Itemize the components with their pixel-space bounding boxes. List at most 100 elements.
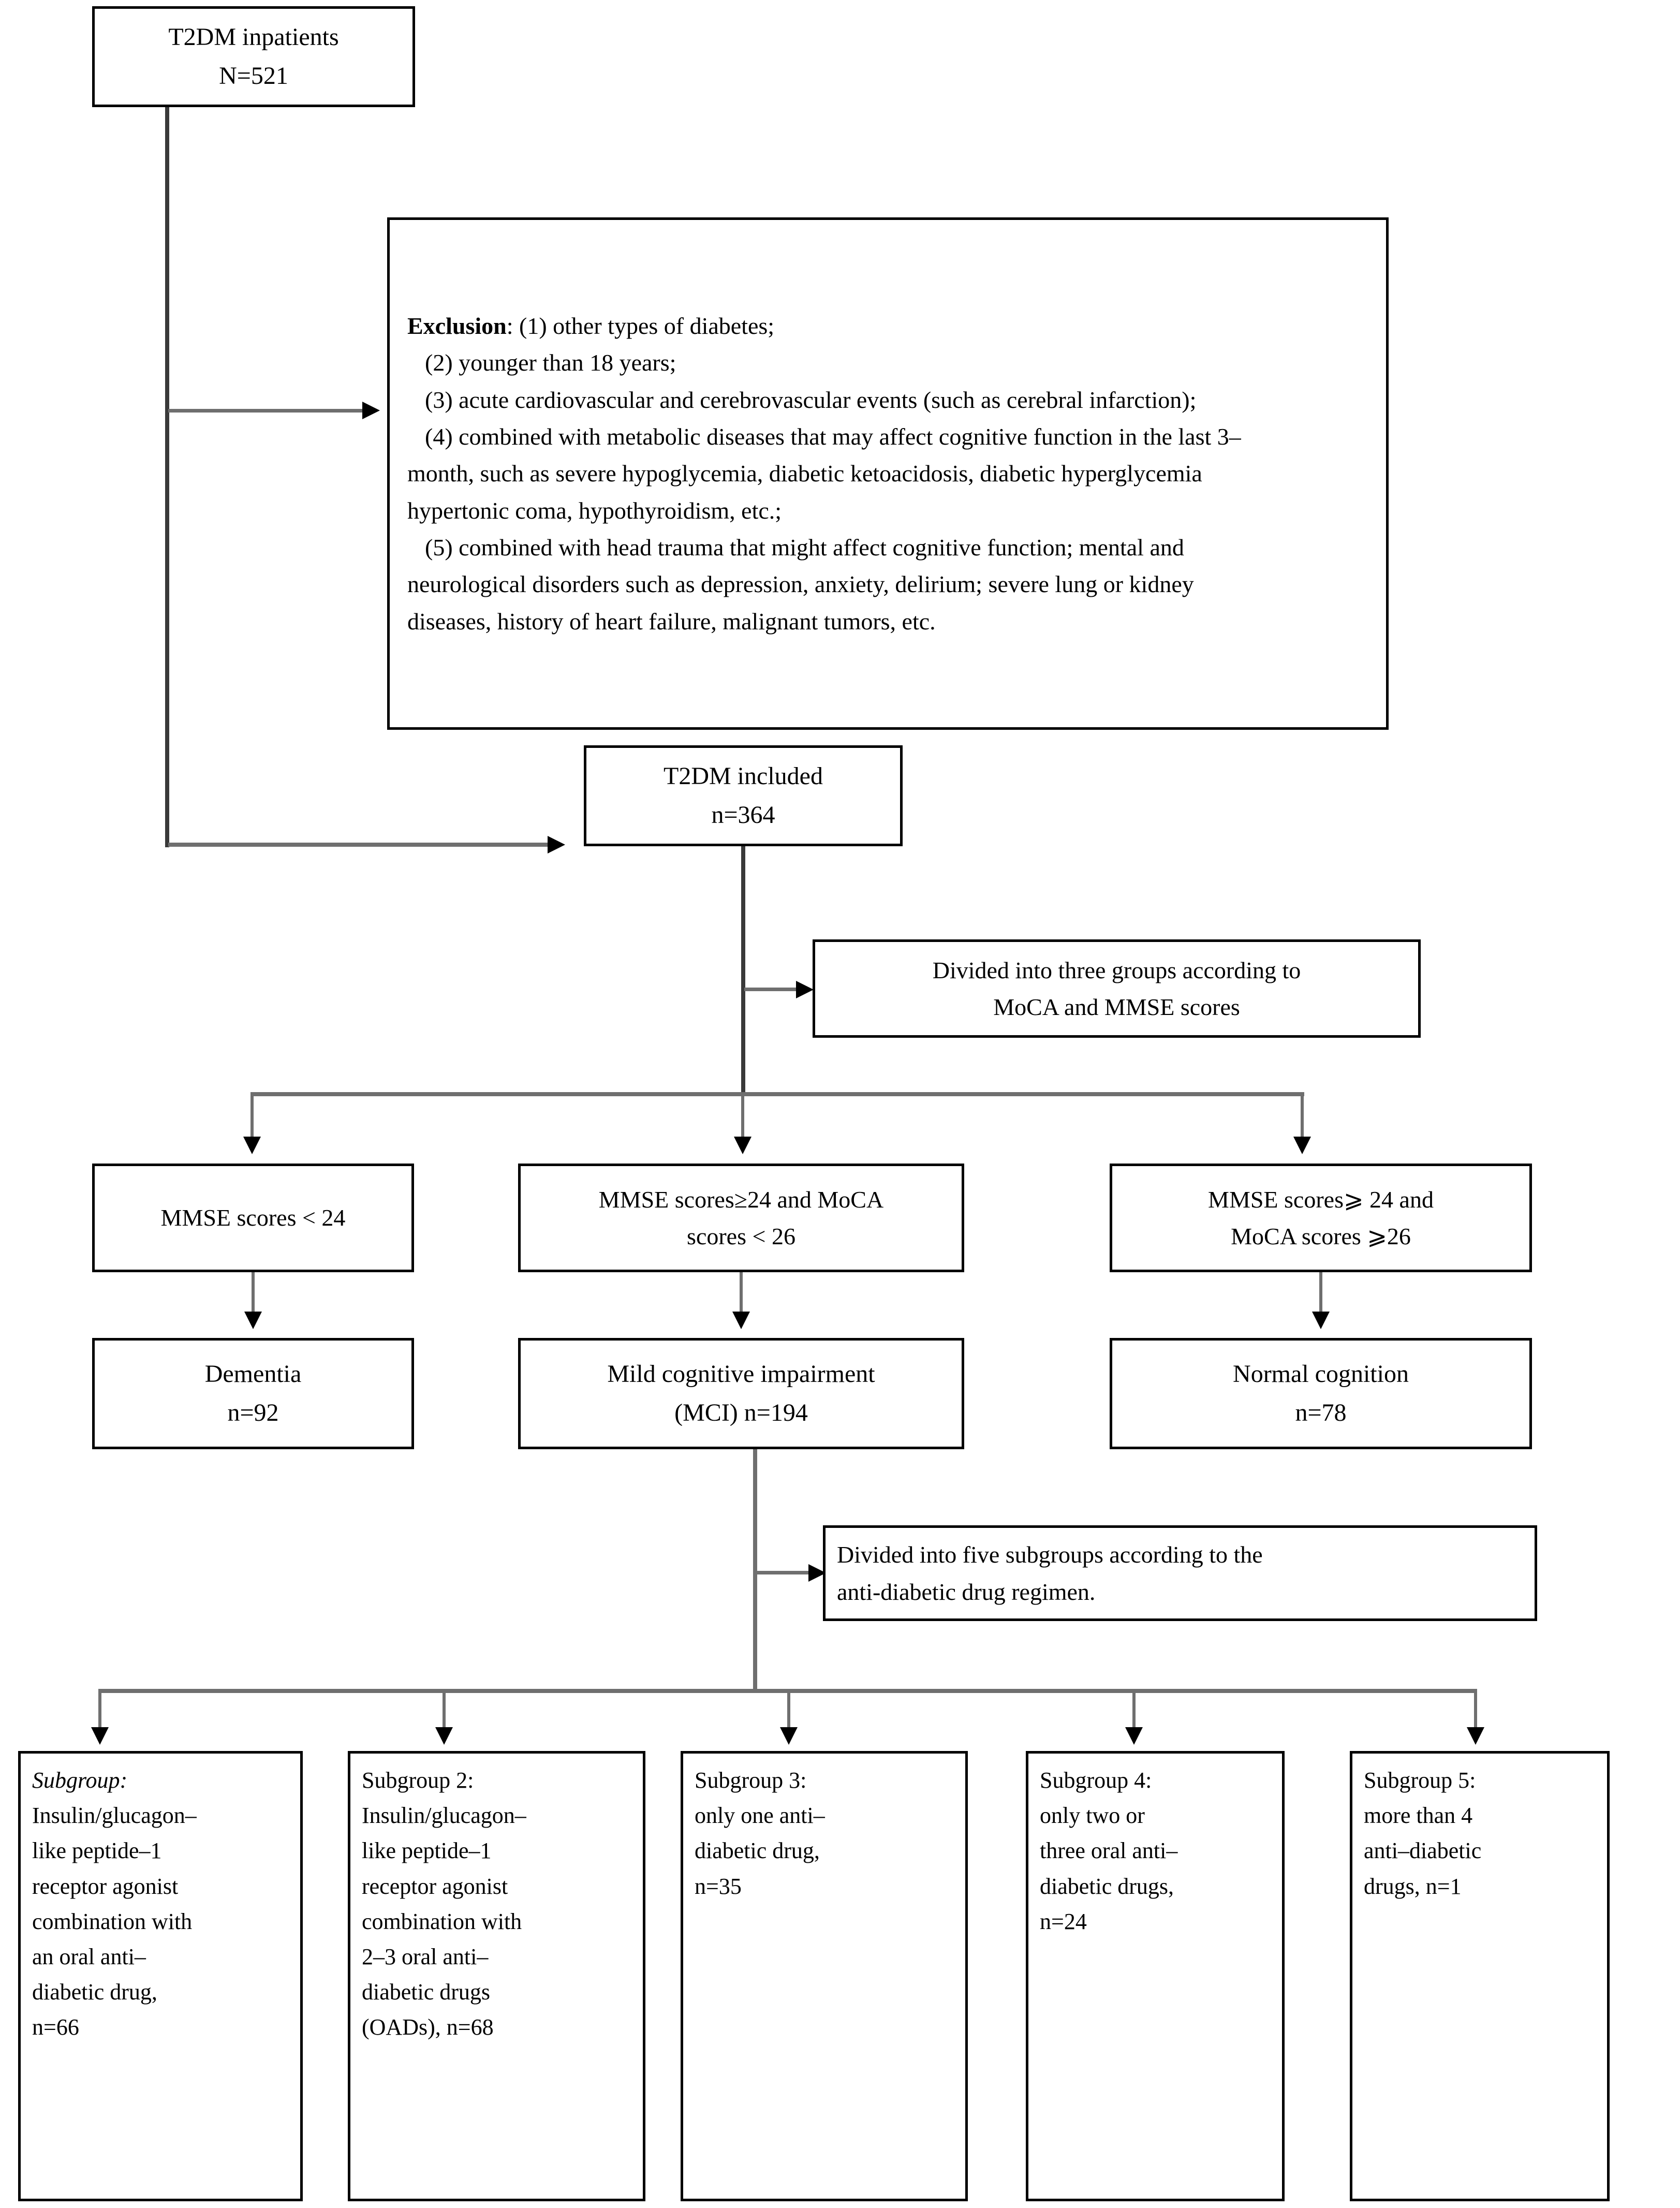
subgroup-2-line-2: like peptide–1 (362, 1838, 492, 1864)
subgroup-1-line-4: combination with (32, 1908, 193, 1934)
node-subgroup-2: Subgroup 2: Insulin/glucagon– like pepti… (348, 1751, 645, 2201)
criteria-1-line1: MMSE scores < 24 (160, 1204, 346, 1231)
outcome-2-line2: (MCI) n=194 (674, 1399, 808, 1426)
subgroup-2-line-1: Insulin/glucagon– (362, 1803, 526, 1829)
node-outcome-dementia: Dementia n=92 (92, 1338, 414, 1449)
connector-mci-to-divide-five (756, 1571, 810, 1574)
node-included-line2: n=364 (711, 801, 775, 829)
subgroup-1-heading: Subgroup: (32, 1768, 128, 1793)
divide-three-line2: MoCA and MMSE scores (993, 994, 1240, 1020)
node-divide-into-three-groups: Divided into three groups according to M… (813, 939, 1421, 1038)
subgroup-1-line-6: diabetic drug, (32, 1979, 157, 2005)
node-exclusion-criteria: Exclusion: (1) other types of diabetes; … (387, 217, 1389, 730)
subgroup-1-line-3: receptor agonist (32, 1873, 179, 1899)
subgroup-2-line-6: diabetic drugs (362, 1979, 491, 2005)
connector-branch-down-left (250, 1093, 254, 1140)
subgroup-3-heading: Subgroup 3: (695, 1768, 807, 1793)
criteria-2-line2: scores < 26 (687, 1223, 795, 1249)
connector-branch-down-mid (741, 1093, 744, 1140)
connector-branch-sub1 (98, 1690, 101, 1730)
connector-criteria2-to-outcome2 (740, 1272, 743, 1315)
arrow-to-dementia-icon (244, 1312, 262, 1329)
connector-criteria3-to-outcome3 (1319, 1272, 1322, 1315)
arrow-to-criteria-1-icon (243, 1137, 261, 1154)
arrow-to-criteria-2-icon (734, 1137, 751, 1154)
node-subgroup-1: Subgroup: Insulin/glucagon– like peptide… (18, 1751, 303, 2201)
subgroup-4-line-3: diabetic drugs, (1040, 1873, 1174, 1899)
subgroup-1-line-5: an oral anti– (32, 1944, 146, 1969)
exclusion-line-2: (2) younger than 18 years; (425, 349, 676, 376)
node-criteria-mmse-ge24-moca-lt26: MMSE scores≥24 and MoCA scores < 26 (518, 1164, 964, 1272)
divide-five-line2: anti-diabetic drug regimen. (837, 1578, 1096, 1605)
connector-source-to-exclusion (168, 409, 365, 413)
node-outcome-mci: Mild cognitive impairment (MCI) n=194 (518, 1338, 964, 1449)
outcome-1-line1: Dementia (204, 1360, 302, 1388)
node-included-line1: T2DM included (664, 762, 823, 790)
node-subgroup-3: Subgroup 3: only one anti– diabetic drug… (681, 1751, 968, 2201)
arrow-to-subgroup-5-icon (1467, 1727, 1484, 1745)
exclusion-label: Exclusion (407, 313, 507, 340)
subgroup-3-line-2: diabetic drug, (695, 1838, 820, 1864)
node-criteria-mmse-ge24-moca-ge26: MMSE scores⩾ 24 and MoCA scores ⩾26 (1110, 1164, 1532, 1272)
connector-branch-sub3 (787, 1690, 790, 1730)
connector-branch-sub5 (1474, 1690, 1477, 1730)
connector-branch-sub2 (443, 1690, 446, 1730)
node-source-line1: T2DM inpatients (168, 23, 339, 51)
subgroup-1-line-1: Insulin/glucagon– (32, 1803, 197, 1829)
arrow-to-subgroup-3-icon (780, 1727, 798, 1745)
subgroup-4-heading: Subgroup 4: (1040, 1768, 1152, 1793)
subgroup-2-line-7: (OADs), n=68 (362, 2014, 494, 2040)
arrow-to-included-icon (548, 836, 565, 853)
arrow-to-normal-cognition-icon (1312, 1312, 1330, 1329)
subgroup-5-line-1: more than 4 (1364, 1803, 1473, 1829)
subgroup-5-line-3: drugs, n=1 (1364, 1873, 1462, 1899)
node-t2dm-included: T2DM included n=364 (584, 745, 903, 846)
exclusion-line-4c: hypertonic coma, hypothyroidism, etc.; (407, 497, 782, 524)
subgroup-5-line-2: anti–diabetic (1364, 1838, 1482, 1864)
connector-source-trunk (165, 107, 169, 847)
connector-source-to-included (168, 843, 551, 847)
arrow-to-subgroup-4-icon (1125, 1727, 1143, 1745)
node-divide-into-five-subgroups: Divided into five subgroups according to… (823, 1525, 1537, 1621)
subgroup-2-line-4: combination with (362, 1908, 522, 1934)
subgroup-1-line-2: like peptide–1 (32, 1838, 162, 1864)
subgroup-4-line-4: n=24 (1040, 1908, 1087, 1934)
exclusion-line-3: (3) acute cardiovascular and cerebrovasc… (425, 386, 1197, 413)
exclusion-line-1: Exclusion: (1) other types of diabetes; (407, 307, 1368, 344)
arrow-to-subgroup-1-icon (91, 1727, 109, 1745)
connector-three-way-split-bar (250, 1092, 1304, 1096)
outcome-2-line1: Mild cognitive impairment (607, 1360, 875, 1388)
exclusion-line-4b: month, such as severe hypoglycemia, diab… (407, 460, 1202, 487)
divide-five-line1: Divided into five subgroups according to… (837, 1541, 1263, 1568)
exclusion-line-5b: neurological disorders such as depressio… (407, 571, 1194, 598)
connector-mci-trunk (753, 1449, 757, 1691)
subgroup-2-line-5: 2–3 oral anti– (362, 1944, 489, 1969)
arrow-to-subgroup-2-icon (435, 1727, 453, 1745)
connector-included-to-divide-three (744, 988, 799, 991)
outcome-3-line1: Normal cognition (1233, 1360, 1409, 1388)
subgroup-1-line-7: n=66 (32, 2014, 79, 2040)
arrow-to-exclusion-icon (362, 402, 380, 419)
exclusion-lead-rest: : (1) other types of diabetes; (506, 313, 775, 340)
subgroup-2-line-3: receptor agonist (362, 1873, 508, 1899)
subgroup-3-line-3: n=35 (695, 1873, 742, 1899)
arrow-to-divide-three-icon (796, 981, 814, 998)
node-subgroup-4: Subgroup 4: only two or three oral anti–… (1026, 1751, 1285, 2201)
criteria-2-line1: MMSE scores≥24 and MoCA (598, 1186, 884, 1213)
node-subgroup-5: Subgroup 5: more than 4 anti–diabetic dr… (1350, 1751, 1610, 2201)
connector-included-trunk (741, 846, 745, 1095)
subgroup-4-line-1: only two or (1040, 1803, 1145, 1829)
criteria-3-line2: MoCA scores ⩾26 (1231, 1223, 1411, 1249)
exclusion-line-5c: diseases, history of heart failure, mali… (407, 608, 936, 635)
subgroup-4-line-2: three oral anti– (1040, 1838, 1178, 1864)
node-source-line2: N=521 (219, 62, 288, 90)
node-source-t2dm-inpatients: T2DM inpatients N=521 (92, 6, 415, 107)
arrow-to-criteria-3-icon (1293, 1137, 1311, 1154)
outcome-3-line2: n=78 (1295, 1399, 1347, 1426)
node-criteria-mmse-lt24: MMSE scores < 24 (92, 1164, 414, 1272)
arrow-to-mci-icon (732, 1312, 750, 1329)
outcome-1-line2: n=92 (227, 1399, 279, 1426)
criteria-3-line1: MMSE scores⩾ 24 and (1208, 1186, 1434, 1213)
connector-branch-down-right (1301, 1093, 1304, 1140)
